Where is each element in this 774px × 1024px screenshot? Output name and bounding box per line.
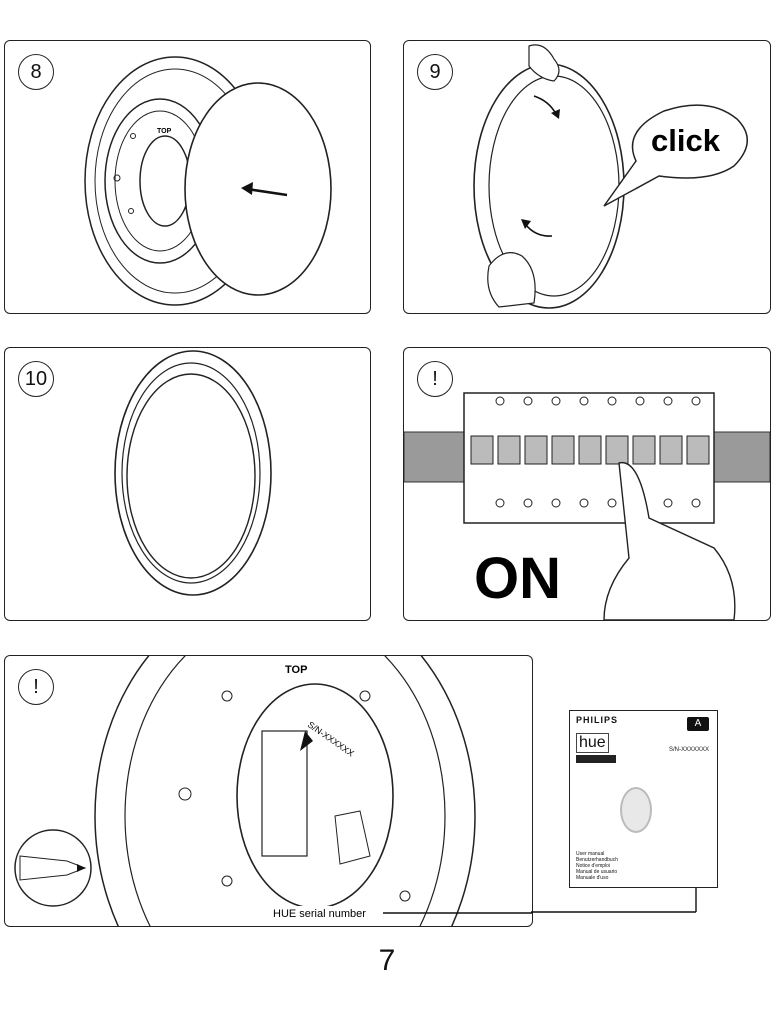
serial-number-panel: ! TOP S/N-XXXXXX HUE serial number bbox=[4, 655, 533, 927]
step-10-panel: 10 bbox=[4, 347, 371, 621]
step-9-panel: 9 click bbox=[403, 40, 771, 314]
brand-name: PHILIPS bbox=[576, 715, 619, 725]
arrow-left-icon bbox=[246, 187, 288, 197]
hand-icon bbox=[528, 44, 560, 82]
product-name: hue bbox=[576, 733, 609, 753]
page-number: 7 bbox=[378, 944, 396, 977]
on-label: ON bbox=[474, 546, 561, 611]
hand-icon bbox=[487, 252, 536, 308]
top-marking-label: TOP bbox=[285, 664, 307, 676]
pointing-finger-icon bbox=[603, 461, 736, 620]
warning-badge: ! bbox=[18, 669, 54, 705]
step-number-badge: 9 bbox=[417, 54, 453, 90]
serial-number-label: HUE serial number bbox=[273, 908, 366, 920]
step-8-panel: 8 TOP bbox=[4, 40, 371, 314]
serial-number-illustration: TOP S/N-XXXXXX HUE serial number bbox=[14, 656, 532, 926]
click-label: click bbox=[651, 123, 721, 158]
step-9-illustration: click bbox=[473, 44, 748, 309]
user-manual-booklet: PHILIPS hue A S/N-XXXXXXX User manual Be… bbox=[569, 710, 718, 888]
step-8-illustration: TOP bbox=[84, 56, 332, 306]
top-marking-label: TOP bbox=[157, 128, 172, 135]
manual-serial: S/N-XXXXXXX bbox=[668, 747, 709, 753]
product-image bbox=[620, 787, 652, 833]
pencil-icon bbox=[19, 855, 87, 881]
manual-languages: User manual Benutzerhandbuch Notice d'em… bbox=[576, 851, 618, 881]
speech-bubble bbox=[603, 104, 748, 207]
circuit-breaker-illustration: ON bbox=[404, 392, 770, 620]
energy-badge: A bbox=[687, 717, 709, 731]
power-on-panel: ! ON bbox=[403, 347, 771, 621]
rotate-arrow-icon bbox=[525, 224, 553, 237]
dark-band bbox=[576, 755, 616, 763]
step-number-badge: 10 bbox=[18, 361, 54, 397]
step-10-illustration bbox=[114, 350, 272, 596]
step-number-badge: 8 bbox=[18, 54, 54, 90]
warning-badge: ! bbox=[417, 361, 453, 397]
